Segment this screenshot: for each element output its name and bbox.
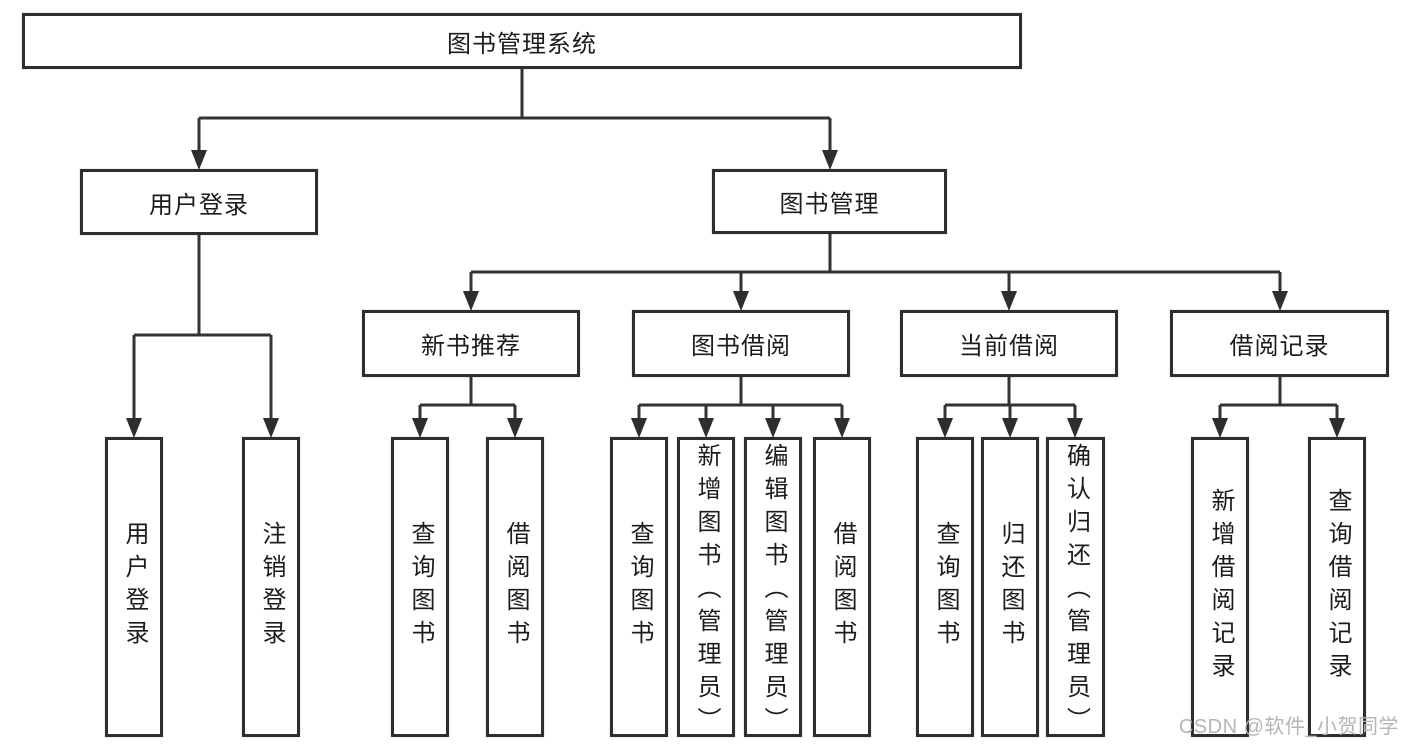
node-label: 确认归还（管理员） (1062, 443, 1090, 740)
node-borrowing-records: 借阅记录 (1170, 310, 1389, 377)
leaf-borrow-books-recommend: 借阅图书 (486, 437, 544, 737)
node-label: 查询图书 (407, 521, 434, 653)
node-label: 查询图书 (626, 521, 653, 653)
csdn-watermark: CSDN @软件_小贺同学 (1178, 716, 1399, 738)
node-label: 图书管理 (779, 191, 880, 218)
leaf-query-books-current: 查询图书 (916, 437, 974, 737)
leaf-add-borrow-record: 新增借阅记录 (1191, 437, 1249, 737)
node-label: 编辑图书（管理员） (760, 443, 787, 740)
node-label: 归还图书 (997, 521, 1024, 653)
leaf-query-books-borrow: 查询图书 (610, 437, 668, 737)
leaf-edit-book-admin: 编辑图书（管理员） (744, 437, 802, 740)
node-label: 图书借阅 (691, 333, 791, 360)
node-label: 当前借阅 (959, 333, 1059, 360)
leaf-query-borrow-record: 查询借阅记录 (1308, 437, 1366, 737)
node-label: 新增借阅记录 (1207, 488, 1234, 686)
node-new-book-recommendation: 新书推荐 (362, 310, 580, 377)
node-book-borrowing: 图书借阅 (632, 310, 850, 377)
node-user-login: 用户登录 (80, 169, 318, 235)
node-label: 新书推荐 (421, 333, 521, 360)
node-label: 借阅图书 (829, 521, 856, 653)
leaf-borrow-books: 借阅图书 (813, 437, 871, 737)
node-label: 新增图书（管理员） (693, 443, 720, 740)
node-label: 查询借阅记录 (1324, 488, 1351, 686)
node-book-management: 图书管理 (712, 169, 947, 234)
node-label: 借阅记录 (1229, 333, 1330, 360)
node-label: 用户登录 (121, 521, 148, 653)
node-current-borrowing: 当前借阅 (900, 310, 1118, 377)
leaf-logout: 注销登录 (242, 437, 300, 737)
node-label: 用户登录 (149, 191, 249, 219)
node-label: 借阅图书 (502, 521, 529, 653)
leaf-confirm-return-admin: 确认归还（管理员） (1046, 437, 1105, 740)
leaf-query-books-recommend: 查询图书 (391, 437, 449, 737)
node-library-management-system: 图书管理系统 (22, 13, 1022, 69)
node-label: 图书管理系统 (447, 30, 597, 58)
leaf-add-book-admin: 新增图书（管理员） (677, 437, 735, 740)
leaf-return-book: 归还图书 (981, 437, 1039, 737)
leaf-user-login: 用户登录 (105, 437, 163, 737)
node-label: 注销登录 (258, 521, 285, 653)
node-label: 查询图书 (932, 521, 959, 653)
